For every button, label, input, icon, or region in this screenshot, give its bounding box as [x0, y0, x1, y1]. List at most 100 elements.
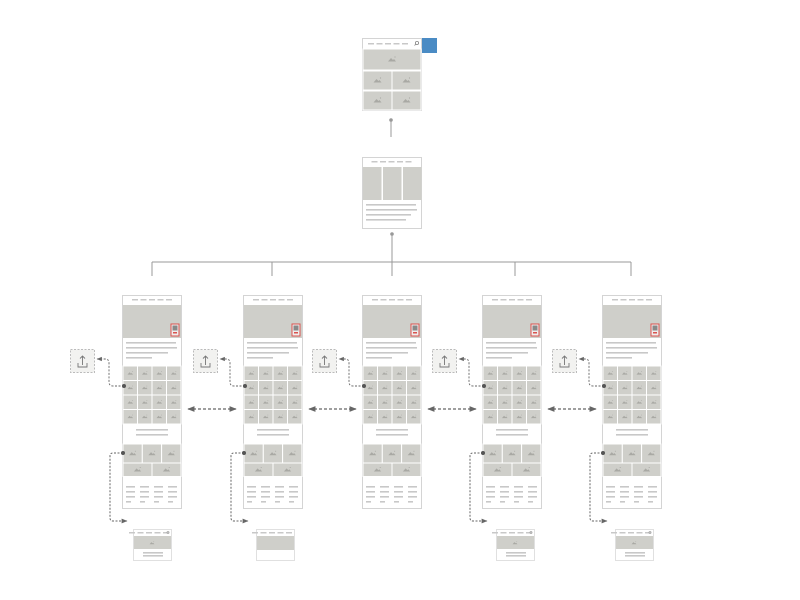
nav-item[interactable] — [376, 43, 383, 45]
search-icon[interactable] — [648, 531, 652, 534]
nav-item[interactable] — [405, 161, 412, 163]
nav-item[interactable] — [368, 43, 374, 45]
nav-item[interactable] — [261, 299, 268, 301]
nav-item[interactable] — [269, 532, 275, 534]
share-button[interactable] — [552, 349, 577, 373]
search-icon[interactable] — [166, 531, 170, 534]
document-icon[interactable] — [530, 323, 540, 337]
mountain-shape — [269, 452, 277, 456]
nav-item[interactable] — [140, 299, 147, 301]
share-button[interactable] — [312, 349, 337, 373]
nav-item[interactable] — [166, 299, 172, 301]
nav-item[interactable] — [406, 299, 412, 301]
nav-item[interactable] — [253, 299, 259, 301]
detail-page-wireframe[interactable] — [243, 295, 303, 509]
nav-menu[interactable] — [492, 532, 532, 534]
mobile-preview-wireframe[interactable] — [252, 529, 295, 561]
nav-item[interactable] — [380, 299, 387, 301]
nav-item[interactable] — [509, 532, 515, 534]
nav-item[interactable] — [163, 532, 169, 534]
document-icon[interactable] — [410, 323, 420, 337]
nav-item[interactable] — [637, 299, 644, 301]
nav-item[interactable] — [277, 532, 284, 534]
nav-item[interactable] — [132, 299, 138, 301]
sun-dot — [635, 541, 637, 542]
nav-item[interactable] — [388, 161, 395, 163]
nav-item[interactable] — [646, 299, 652, 301]
nav-item[interactable] — [146, 532, 152, 534]
detail-page-wireframe[interactable] — [122, 295, 182, 509]
nav-item[interactable] — [636, 532, 643, 534]
nav-item[interactable] — [157, 299, 164, 301]
detail-page-wireframe[interactable] — [482, 295, 542, 509]
document-icon[interactable] — [170, 323, 180, 337]
nav-item[interactable] — [612, 299, 618, 301]
nav-menu[interactable] — [252, 532, 292, 534]
nav-menu[interactable] — [129, 532, 169, 534]
nav-menu[interactable] — [368, 43, 408, 45]
mobile-preview-wireframe[interactable] — [492, 529, 535, 561]
mobile-preview-wireframe[interactable] — [129, 529, 172, 561]
nav-menu[interactable] — [492, 299, 532, 301]
nav-item[interactable] — [154, 532, 161, 534]
nav-item[interactable] — [526, 532, 532, 534]
nav-item[interactable] — [509, 299, 515, 301]
share-button[interactable] — [70, 349, 95, 373]
nav-item[interactable] — [619, 532, 626, 534]
nav-item[interactable] — [286, 532, 292, 534]
share-button[interactable] — [193, 349, 218, 373]
nav-item[interactable] — [628, 532, 634, 534]
nav-item[interactable] — [393, 43, 400, 45]
nav-item[interactable] — [611, 532, 617, 534]
nav-item[interactable] — [149, 299, 155, 301]
nav-item[interactable] — [129, 532, 135, 534]
mountain-shape — [127, 415, 134, 419]
nav-item[interactable] — [389, 299, 395, 301]
nav-menu[interactable] — [253, 299, 293, 301]
nav-menu[interactable] — [372, 299, 412, 301]
text-line — [486, 352, 528, 354]
nav-item[interactable] — [287, 299, 293, 301]
nav-item[interactable] — [526, 299, 532, 301]
image-grid — [362, 365, 422, 425]
nav-item[interactable] — [517, 299, 524, 301]
nav-item[interactable] — [252, 532, 258, 534]
section-page-wireframe[interactable] — [362, 157, 422, 229]
nav-menu[interactable] — [132, 299, 172, 301]
document-icon[interactable] — [650, 323, 660, 337]
nav-item[interactable] — [371, 161, 378, 163]
mobile-preview-wireframe[interactable] — [611, 529, 654, 561]
nav-item[interactable] — [397, 299, 404, 301]
text-line — [366, 491, 375, 493]
nav-item[interactable] — [137, 532, 144, 534]
nav-item[interactable] — [492, 299, 498, 301]
nav-item[interactable] — [492, 532, 498, 534]
search-icon[interactable] — [529, 531, 533, 534]
nav-menu[interactable] — [612, 299, 652, 301]
nav-menu[interactable] — [371, 161, 412, 163]
image-placeholder-icon — [607, 385, 614, 390]
nav-item[interactable] — [385, 43, 391, 45]
nav-menu[interactable] — [611, 532, 651, 534]
nav-item[interactable] — [620, 299, 627, 301]
nav-item[interactable] — [397, 161, 403, 163]
nav-item[interactable] — [260, 532, 267, 534]
nav-item[interactable] — [402, 43, 408, 45]
nav-item[interactable] — [500, 532, 507, 534]
share-button[interactable] — [432, 349, 457, 373]
home-page-wireframe[interactable] — [362, 38, 422, 111]
nav-item[interactable] — [380, 161, 386, 163]
nav-item[interactable] — [270, 299, 276, 301]
nav-item[interactable] — [500, 299, 507, 301]
detail-page-wireframe[interactable] — [602, 295, 662, 509]
nav-item[interactable] — [278, 299, 285, 301]
nav-item[interactable] — [517, 532, 524, 534]
detail-page-wireframe[interactable] — [362, 295, 422, 509]
text-line — [528, 501, 533, 503]
search-icon[interactable] — [414, 41, 419, 46]
nav-item[interactable] — [372, 299, 378, 301]
nav-item[interactable] — [645, 532, 651, 534]
document-icon[interactable] — [291, 323, 301, 337]
nav-item[interactable] — [629, 299, 635, 301]
text-line — [261, 491, 270, 493]
